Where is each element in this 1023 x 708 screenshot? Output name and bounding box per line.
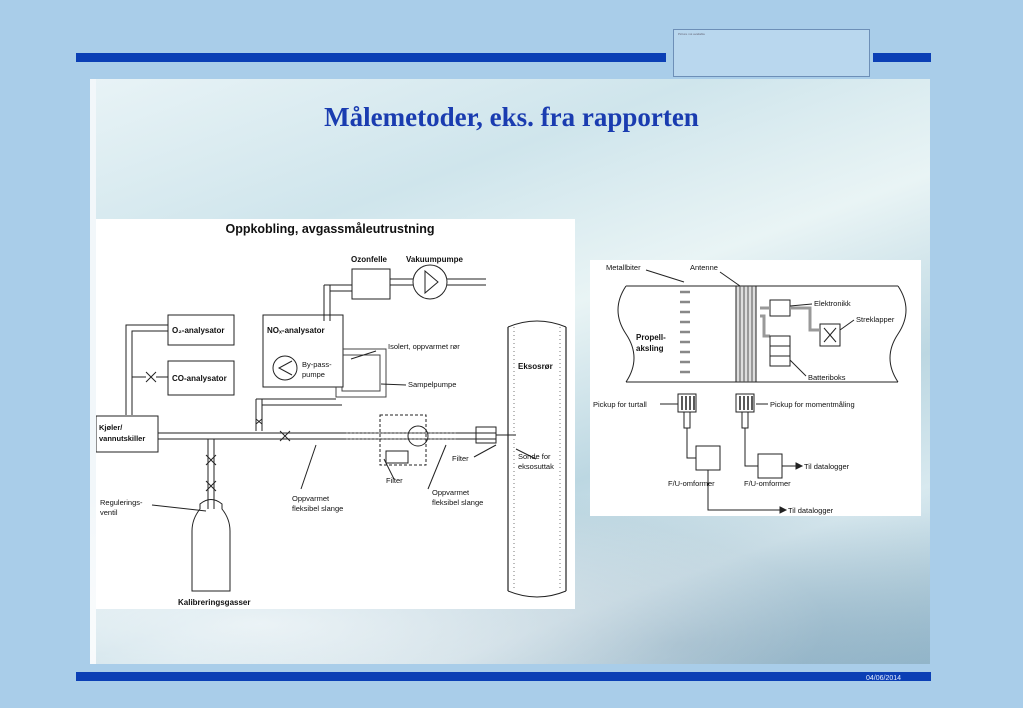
exhaust-setup-svg: Oppkobling, avgassmåleutrustning [96,222,567,607]
top-bar-right [873,53,931,62]
label-oppvarmet-b-1: Oppvarmet [432,488,470,497]
sample-pump-frame [379,414,427,466]
label-isolert: Isolert, oppvarmet rør [388,342,460,351]
label-til-datalogger-1: Til datalogger [804,462,850,471]
label-fu-2: F/U-omformer [744,479,791,488]
sample-pump-circle [407,425,429,447]
diagram-title: Oppkobling, avgassmåleutrustning [225,222,434,236]
exhaust-setup-diagram: Oppkobling, avgassmåleutrustning [96,219,575,609]
fu-converter-1 [695,445,721,471]
propeller-shaft-svg: Metallbiter Antenne Elektronikk Streklap… [593,263,907,515]
label-streklapper: Streklapper [856,315,895,324]
filter-box [475,426,497,444]
label-nox: NOₓ-analysator [267,326,325,335]
label-propell-2: aksling [636,344,664,353]
label-kjoler-2: vannutskiller [99,434,145,443]
logo-text: Picture not available [678,32,706,36]
slide-title: Målemetoder, eks. fra rapporten [324,102,699,132]
logo-placeholder: Picture not available [673,29,870,77]
co-box [167,360,235,396]
label-batteriboks: Batteriboks [808,373,846,382]
label-propell-1: Propell- [636,333,666,342]
propeller-shaft-diagram: Metallbiter Antenne Elektronikk Streklap… [590,260,921,516]
label-pickup-turtall: Pickup for turtall [593,400,647,409]
label-oppvarmet-a-2: fleksibel slange [292,504,343,513]
label-filter-b: Filter [452,454,469,463]
label-bypass-1: By-pass- [302,360,332,369]
fu-converter-2 [757,453,783,479]
label-antenne: Antenne [690,263,718,272]
slide-date: 04/06/2014 [866,675,902,682]
label-fu-1: F/U-omformer [668,479,715,488]
label-sonde-2: eksosuttak [518,462,554,471]
label-regulering-1: Regulerings- [100,498,143,507]
kjoler-box [96,415,159,453]
label-sonde-1: Sonde for [518,452,551,461]
label-regulering-2: ventil [100,508,118,517]
label-kjoler-1: Kjøler/ [99,423,123,432]
label-metallbiter: Metallbiter [606,263,641,272]
label-ozonfelle: Ozonfelle [351,255,388,264]
electronics-box [769,299,791,317]
label-pickup-moment: Pickup for momentmåling [770,400,855,409]
label-sampelpumpe: Sampelpumpe [408,380,456,389]
label-elektronikk: Elektronikk [814,299,851,308]
filter-small-box [385,450,409,464]
label-vakuumpumpe: Vakuumpumpe [406,255,463,264]
o2-box [167,314,235,346]
bottom-bar [76,672,931,681]
pickup-moment-sensor [735,393,755,413]
vakuumpumpe-circle [412,264,448,300]
label-til-datalogger-2: Til datalogger [788,506,834,515]
pickup-turtall-sensor [677,393,697,413]
label-oppvarmet-a-1: Oppvarmet [292,494,330,503]
label-eksosror: Eksosrør [518,362,553,371]
battery-box [769,335,791,367]
gas-bottle [191,499,231,592]
shaft-right-end [889,285,907,383]
ozonfelle-box [351,268,391,300]
label-filter-a: Filter [386,476,403,485]
label-co: CO-analysator [172,374,227,383]
label-oppvarmet-b-2: fleksibel slange [432,498,483,507]
label-bypass-2: pumpe [302,370,325,379]
bypass-pump-circle [272,355,298,381]
top-bar-left [76,53,666,62]
shaft-left-end [617,285,635,383]
streklapper-box [819,323,841,347]
label-o2: O₂-analysator [172,326,224,335]
nox-box [262,314,344,388]
antenna-band [735,285,757,383]
label-kalibrering: Kalibreringsgasser [178,598,250,607]
